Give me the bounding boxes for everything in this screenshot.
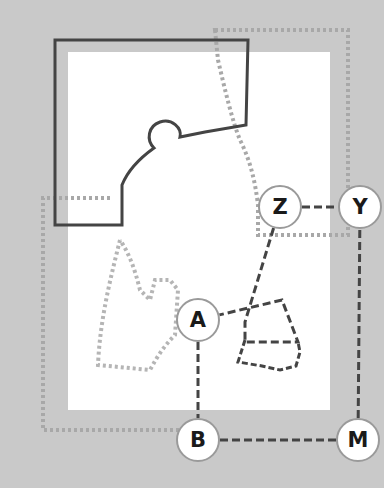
node-letter: Z xyxy=(272,197,287,218)
node-letter: Y xyxy=(352,197,367,218)
solid-outline xyxy=(55,40,248,225)
dotted-region-left xyxy=(43,198,196,430)
dashed-connector xyxy=(219,228,298,342)
label-circle: A xyxy=(176,298,220,342)
dashed-connector xyxy=(302,206,338,209)
label-circle: Z xyxy=(258,185,302,229)
dashed-connector xyxy=(197,342,200,418)
node-letter: A xyxy=(190,310,206,331)
label-circle: Y xyxy=(338,185,382,229)
label-circle: B xyxy=(176,418,220,462)
foot-outline xyxy=(238,340,300,370)
node-letter: B xyxy=(190,430,206,451)
dotted-leg xyxy=(98,240,178,370)
dashed-connector xyxy=(358,229,360,418)
node-letter: M xyxy=(348,430,369,451)
label-circle: M xyxy=(336,418,380,462)
dotted-region-top xyxy=(215,30,348,235)
dashed-connector xyxy=(220,439,336,442)
